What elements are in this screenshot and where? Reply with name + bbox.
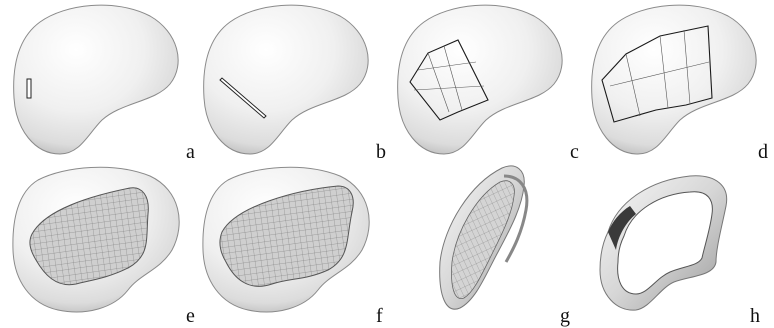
panel-e: e	[13, 167, 195, 327]
panel-label-c: c	[570, 141, 579, 163]
panel-c: c	[398, 5, 579, 163]
body-shape	[592, 5, 757, 154]
panel-b: b	[204, 5, 386, 163]
panel-label-e: e	[186, 305, 195, 327]
panel-a: a	[14, 5, 195, 163]
panel-label-g: g	[560, 305, 570, 327]
panel-d: d	[592, 5, 768, 163]
panel-g: g	[440, 166, 570, 327]
panel-label-h: h	[750, 305, 760, 327]
small-slit	[27, 79, 31, 98]
body-shape	[14, 5, 179, 154]
panel-label-f: f	[376, 305, 383, 327]
panel-f: f	[203, 167, 383, 327]
body-shape	[204, 5, 369, 154]
panel-h: h	[600, 176, 760, 327]
body-shape	[398, 5, 563, 154]
panel-label-b: b	[376, 141, 386, 163]
panel-label-d: d	[758, 141, 768, 163]
panel-label-a: a	[186, 141, 195, 163]
